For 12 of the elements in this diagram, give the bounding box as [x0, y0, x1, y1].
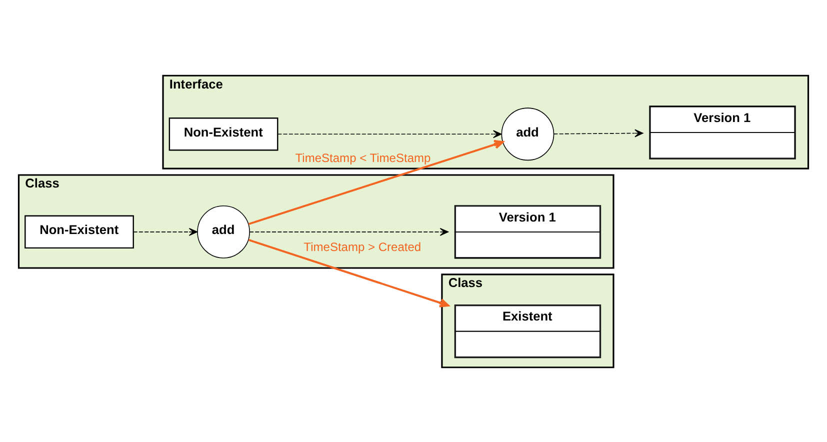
edge-label: TimeStamp < TimeStamp — [295, 150, 431, 165]
node-circle: add — [197, 204, 250, 258]
edge-label: TimeStamp > Created — [304, 240, 422, 254]
arrow — [277, 130, 502, 138]
arrow — [248, 238, 450, 307]
arrow — [132, 227, 198, 236]
node-box: Non-Existent — [168, 117, 278, 150]
arrow — [248, 139, 504, 225]
arrow — [249, 227, 449, 236]
node-circle: add — [501, 107, 554, 160]
node-box: Non-Existent — [24, 214, 134, 248]
arrow — [553, 128, 644, 137]
